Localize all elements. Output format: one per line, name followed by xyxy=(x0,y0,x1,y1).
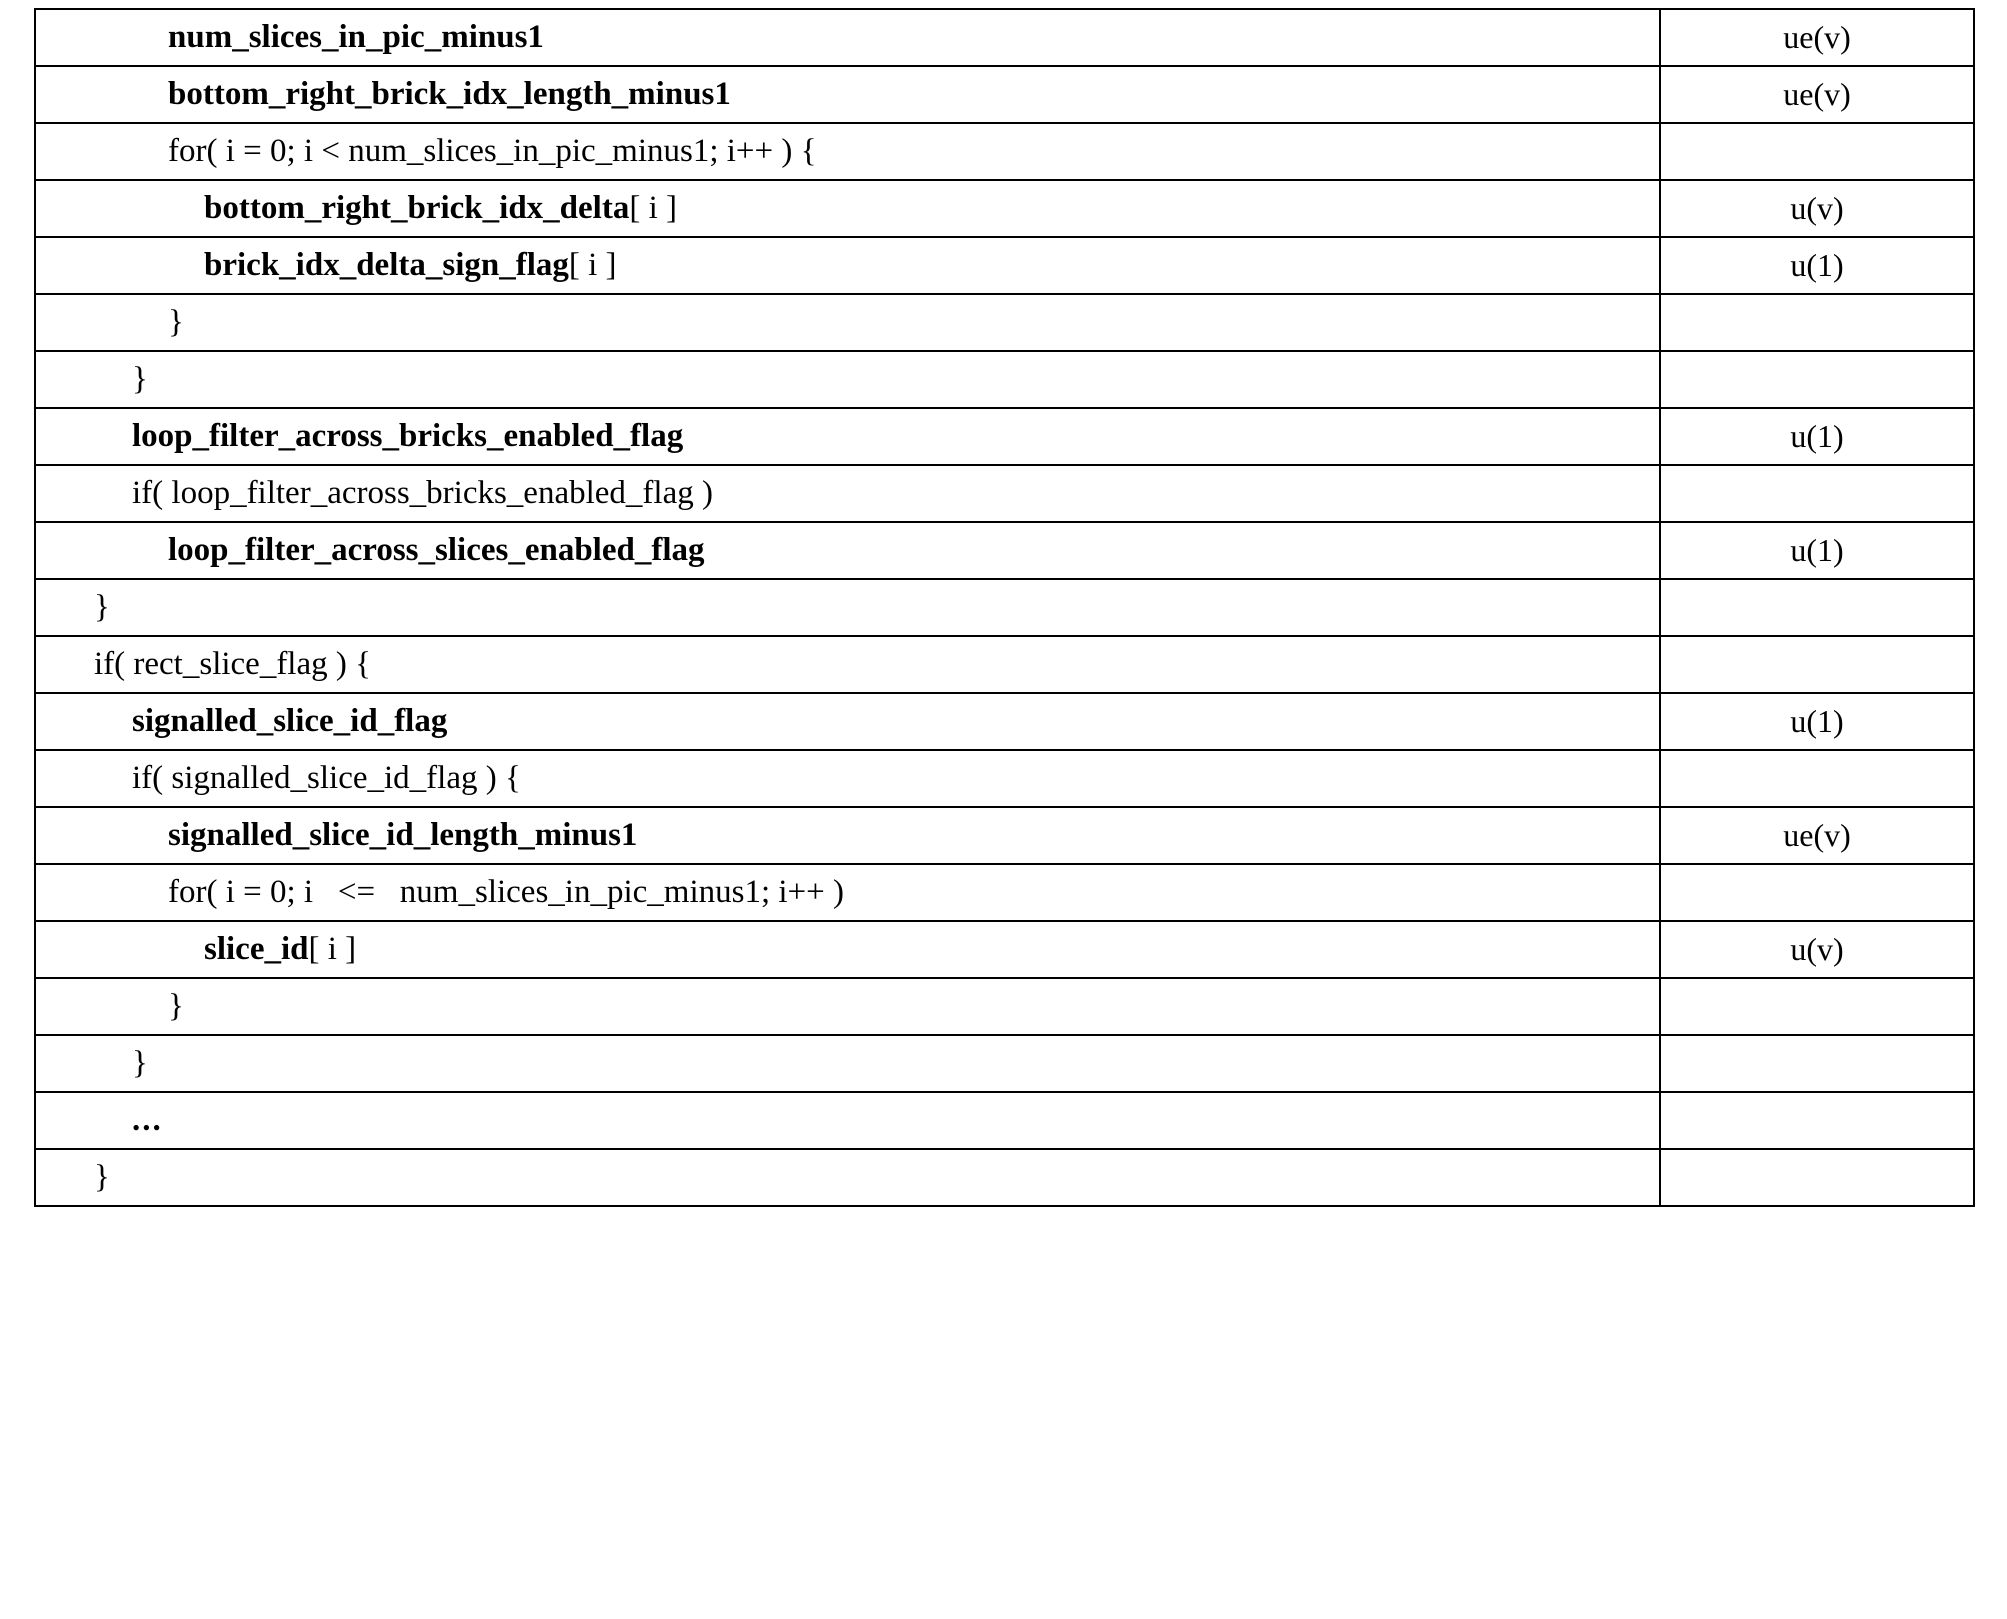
syntax-cell: if( rect_slice_flag ) { xyxy=(34,635,1661,694)
syntax-expression: } xyxy=(132,361,148,398)
table-row: signalled_slice_id_length_minus1 ue(v) xyxy=(34,806,1975,865)
syntax-element-name: loop_filter_across_bricks_enabled_flag xyxy=(132,418,684,455)
syntax-expression: } xyxy=(168,304,184,341)
syntax-cell: bottom_right_brick_idx_length_minus1 xyxy=(34,65,1661,124)
table-row: } xyxy=(34,977,1975,1036)
table-row: } xyxy=(34,350,1975,409)
syntax-element-name: bottom_right_brick_idx_delta xyxy=(204,190,630,227)
descriptor-cell: ue(v) xyxy=(1659,8,1975,67)
syntax-expression: for( i = 0; i < num_slices_in_pic_minus1… xyxy=(168,133,817,170)
descriptor-cell xyxy=(1659,464,1975,523)
descriptor-cell: ue(v) xyxy=(1659,806,1975,865)
descriptor-cell xyxy=(1659,350,1975,409)
syntax-cell: } xyxy=(34,293,1661,352)
table-row: slice_id[ i ]u(v) xyxy=(34,920,1975,979)
syntax-expression: } xyxy=(132,1045,148,1082)
table-row: } xyxy=(34,1034,1975,1093)
descriptor-cell: u(1) xyxy=(1659,521,1975,580)
table-row: for( i = 0; i < num_slices_in_pic_minus1… xyxy=(34,122,1975,181)
syntax-cell: bottom_right_brick_idx_delta[ i ] xyxy=(34,179,1661,238)
descriptor-cell xyxy=(1659,635,1975,694)
syntax-cell: ... xyxy=(34,1091,1661,1150)
syntax-element-name: signalled_slice_id_flag xyxy=(132,703,448,740)
syntax-element-name: signalled_slice_id_length_minus1 xyxy=(168,817,638,854)
syntax-expression: [ i ] xyxy=(568,247,617,284)
descriptor-cell xyxy=(1659,977,1975,1036)
syntax-expression: if( rect_slice_flag ) { xyxy=(94,646,371,683)
descriptor-cell: u(1) xyxy=(1659,407,1975,466)
syntax-expression: [ i ] xyxy=(629,190,677,227)
syntax-cell: } xyxy=(34,1034,1661,1093)
descriptor-cell xyxy=(1659,1148,1975,1207)
syntax-element-name: slice_id xyxy=(204,931,309,968)
table-row: bottom_right_brick_idx_length_minus1 ue(v… xyxy=(34,65,1975,124)
descriptor-cell xyxy=(1659,293,1975,352)
table-row: signalled_slice_id_flag u(1) xyxy=(34,692,1975,751)
descriptor-cell xyxy=(1659,1091,1975,1150)
syntax-expression: } xyxy=(94,589,110,626)
syntax-element-name: brick_idx_delta_sign_flag xyxy=(204,247,569,284)
descriptor-cell xyxy=(1659,749,1975,808)
syntax-cell: if( loop_filter_across_bricks_enabled_fl… xyxy=(34,464,1661,523)
syntax-expression: for( i = 0; i <= num_slices_in_pic_minus… xyxy=(168,874,845,911)
syntax-cell: num_slices_in_pic_minus1 xyxy=(34,8,1661,67)
syntax-expression: if( loop_filter_across_bricks_enabled_fl… xyxy=(132,475,713,512)
table-row: loop_filter_across_bricks_enabled_flag u(… xyxy=(34,407,1975,466)
syntax-cell: } xyxy=(34,977,1661,1036)
syntax-cell: } xyxy=(34,1148,1661,1207)
descriptor-cell: u(1) xyxy=(1659,692,1975,751)
syntax-expression: if( signalled_slice_id_flag ) { xyxy=(132,760,521,797)
syntax-cell: for( i = 0; i < num_slices_in_pic_minus1… xyxy=(34,122,1661,181)
table-row: bottom_right_brick_idx_delta[ i ]u(v) xyxy=(34,179,1975,238)
table-row: } xyxy=(34,293,1975,352)
table-row: for( i = 0; i <= num_slices_in_pic_minus… xyxy=(34,863,1975,922)
table-row: ... xyxy=(34,1091,1975,1150)
descriptor-cell xyxy=(1659,1034,1975,1093)
table-row: if( signalled_slice_id_flag ) { xyxy=(34,749,1975,808)
syntax-expression: } xyxy=(168,988,184,1025)
syntax-expression: [ i ] xyxy=(308,931,357,968)
table-row: num_slices_in_pic_minus1 ue(v) xyxy=(34,8,1975,67)
syntax-cell: } xyxy=(34,578,1661,637)
syntax-cell: loop_filter_across_bricks_enabled_flag xyxy=(34,407,1661,466)
table-row: brick_idx_delta_sign_flag[ i ]u(1) xyxy=(34,236,1975,295)
table-row: } xyxy=(34,578,1975,637)
descriptor-cell: u(v) xyxy=(1659,920,1975,979)
syntax-cell: brick_idx_delta_sign_flag[ i ] xyxy=(34,236,1661,295)
syntax-cell: signalled_slice_id_length_minus1 xyxy=(34,806,1661,865)
descriptor-cell: ue(v) xyxy=(1659,65,1975,124)
descriptor-cell: u(1) xyxy=(1659,236,1975,295)
table-row: } xyxy=(34,1148,1975,1207)
syntax-cell: } xyxy=(34,350,1661,409)
syntax-cell: for( i = 0; i <= num_slices_in_pic_minus… xyxy=(34,863,1661,922)
table-row: if( loop_filter_across_bricks_enabled_fl… xyxy=(34,464,1975,523)
syntax-element-name: loop_filter_across_slices_enabled_flag xyxy=(168,532,705,569)
syntax-cell: loop_filter_across_slices_enabled_flag xyxy=(34,521,1661,580)
ellipsis-marker: ... xyxy=(132,1102,163,1139)
descriptor-cell xyxy=(1659,122,1975,181)
descriptor-cell: u(v) xyxy=(1659,179,1975,238)
table-row: loop_filter_across_slices_enabled_flag u(… xyxy=(34,521,1975,580)
syntax-cell: signalled_slice_id_flag xyxy=(34,692,1661,751)
descriptor-cell xyxy=(1659,578,1975,637)
syntax-element-name: bottom_right_brick_idx_length_minus1 xyxy=(168,76,731,113)
syntax-cell: if( signalled_slice_id_flag ) { xyxy=(34,749,1661,808)
table-row: if( rect_slice_flag ) { xyxy=(34,635,1975,694)
syntax-expression: } xyxy=(94,1159,110,1196)
syntax-element-name: num_slices_in_pic_minus1 xyxy=(168,19,544,56)
syntax-cell: slice_id[ i ] xyxy=(34,920,1661,979)
descriptor-cell xyxy=(1659,863,1975,922)
